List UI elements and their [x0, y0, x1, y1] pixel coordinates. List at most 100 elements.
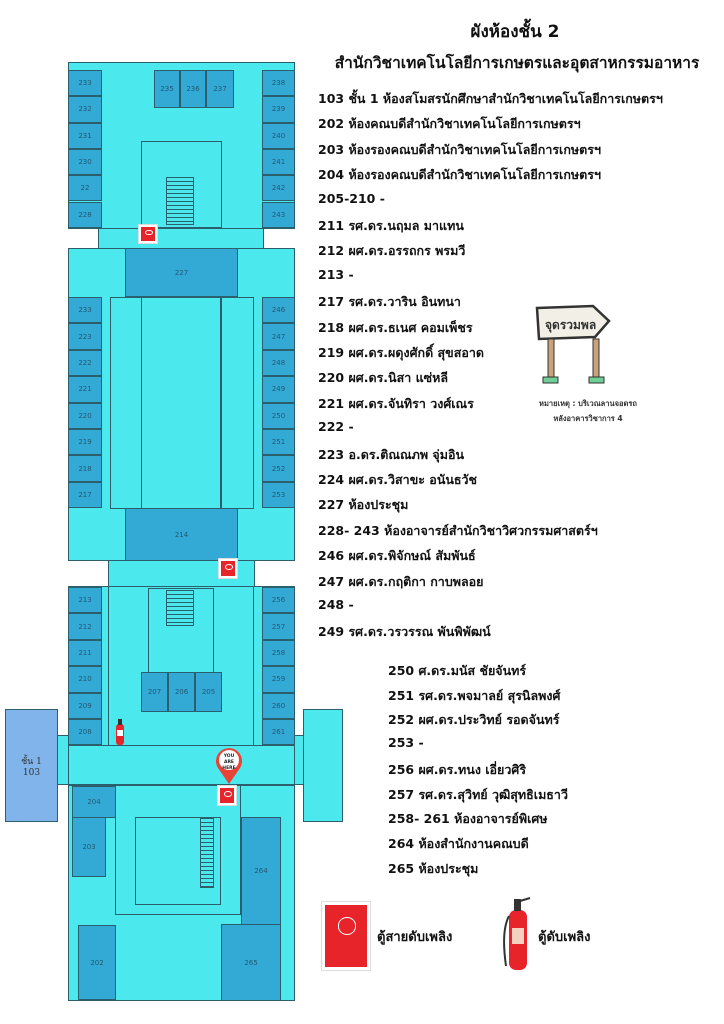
room-227: 227: [125, 248, 238, 297]
directory-entry: 219 ผศ.ดร.ผดุงศักดิ์ สุขสอาด: [318, 345, 484, 360]
assembly-note-line2: หลังอาคารวิชาการ 4: [553, 414, 623, 423]
directory-entry: 211 รศ.ดร.นฤมล มาแทน: [318, 218, 464, 233]
room-239: 239: [262, 96, 295, 123]
room-240: 240: [262, 122, 295, 149]
room-257: 257: [262, 613, 295, 640]
directory-entry: 249 รศ.ดร.วรวรรณ พันพิพัฒน์: [318, 624, 491, 640]
legend-extinguisher-icon: [503, 897, 531, 970]
directory-entry: 203 ห้องรองคณบดีสำนักวิชาเทคโนโลยีการเกษ…: [318, 141, 601, 157]
directory-entry: 228- 243 ห้องอาจารย์สำนักวิชาวิศวกรรมศาส…: [318, 522, 598, 538]
room-261: 261: [262, 719, 295, 746]
directory-entry: 221 ผศ.ดร.จันทิรา วงศ์เณร: [318, 395, 474, 411]
directory-entry: 205-210 -: [318, 190, 385, 206]
directory-entry: 251 รศ.ดร.พจมาลย์ สุรนิลพงศ์: [388, 687, 561, 703]
room-223: 223: [68, 323, 102, 350]
directory-entry: 250 ศ.ดร.มนัส ชัยจันทร์: [388, 663, 527, 678]
directory-entry: 202 ห้องคณบดีสำนักวิชาเทคโนโลยีการเกษตรฯ: [318, 116, 581, 132]
room-207: 207: [141, 672, 168, 712]
directory-entry: 218 ผศ.ดร.ธเนศ คอมเพ็ชร: [318, 319, 473, 335]
you-are-here-pin-icon: [216, 748, 242, 784]
room-22: 22: [68, 175, 102, 202]
room-246: 246: [262, 297, 295, 324]
room-221: 221: [68, 376, 102, 403]
room-208: 208: [68, 719, 102, 746]
corridor-east: [221, 297, 254, 509]
directory-entry: 264 ห้องสำนักงานคณบดี: [388, 835, 529, 851]
room-237: 237: [206, 70, 234, 108]
room-202: 202: [78, 925, 116, 1000]
east-wing: [303, 709, 343, 822]
room-265: 265: [221, 924, 281, 1001]
directory-entry: 247 ผศ.ดร.กฤติกา กาบพลอย: [318, 573, 484, 589]
corridor-west: [110, 297, 142, 509]
wing-number: 103: [22, 767, 41, 778]
directory-entry: 246 ผศ.ดร.พิจักษณ์ สัมพันธ์: [318, 548, 476, 564]
room-241: 241: [262, 148, 295, 176]
room-259: 259: [262, 666, 295, 693]
room-233: 233: [68, 70, 102, 97]
legend-extinguisher-label: ตู้ดับเพลิง: [538, 930, 591, 945]
room-214: 214: [125, 508, 238, 561]
room-103-wing: ชั้น 1 103: [5, 709, 58, 822]
page-title: ผังห้องชั้น 2: [470, 22, 560, 42]
directory-entry: 223 อ.ดร.ติณณภพ จุ่มอิน: [318, 446, 465, 462]
assembly-note: หมายเหตุ : บริเวณลานจอดรถ หลังอาคารวิชาก…: [520, 396, 656, 426]
room-230: 230: [68, 148, 102, 176]
room-213: 213: [68, 587, 102, 614]
room-204: 204: [72, 786, 116, 818]
main-corridor: [68, 745, 295, 785]
room-217: 217: [68, 481, 102, 509]
legend-hose-label: ตู้สายดับเพลิง: [377, 930, 453, 945]
room-238: 238: [262, 70, 295, 97]
directory-entry: 256 ผศ.ดร.ทนง เอี่ยวศิริ: [388, 761, 527, 777]
room-220: 220: [68, 402, 102, 429]
room-222: 222: [68, 349, 102, 377]
fire-extinguisher-icon: [116, 719, 124, 745]
directory-entry: 212 ผศ.ดร.อรรถกร พรมวี: [318, 243, 466, 259]
assembly-point-sign-icon: [535, 304, 611, 384]
directory-entry: 227 ห้องประชุม: [318, 497, 409, 513]
room-212: 212: [68, 613, 102, 640]
room-236: 236: [180, 70, 206, 108]
north-connector: [98, 228, 264, 249]
room-233: 233: [68, 297, 102, 324]
room-235: 235: [154, 70, 180, 108]
directory-entry: 222 -: [318, 419, 354, 435]
room-205: 205: [195, 672, 222, 712]
room-209: 209: [68, 692, 102, 719]
directory-entry: 220 ผศ.ดร.นิสา แซ่หลี: [318, 370, 449, 386]
room-252: 252: [262, 455, 295, 482]
room-258: 258: [262, 639, 295, 667]
room-253: 253: [262, 481, 295, 509]
room-228: 228: [68, 201, 102, 228]
directory-entry: 103 ชั้น 1 ห้องสโมสรนักศึกษาสำนักวิชาเทค…: [318, 91, 663, 106]
stairs-south: [166, 590, 194, 626]
directory-entry: 265 ห้องประชุม: [388, 860, 479, 876]
stairs-north: [166, 177, 194, 225]
room-219: 219: [68, 429, 102, 456]
directory-entry: 217 รศ.ดร.วาริน อินทนา: [318, 294, 461, 310]
page-subtitle: สำนักวิชาเทคโนโลยีการเกษตรและอุตสาหกรรมอ…: [334, 54, 700, 72]
directory-entry: 224 ผศ.ดร.วิสาขะ อนันธวัช: [318, 472, 478, 487]
directory-entry: 258- 261 ห้องอาจารย์พิเศษ: [388, 811, 548, 827]
room-211: 211: [68, 639, 102, 667]
room-249: 249: [262, 376, 295, 403]
room-250: 250: [262, 402, 295, 429]
directory-entry: 257 รศ.ดร.สุวิทย์ วุฒิสุทธิเมธาวี: [388, 786, 568, 802]
room-232: 232: [68, 96, 102, 123]
room-206: 206: [168, 672, 195, 712]
room-256: 256: [262, 587, 295, 614]
room-210: 210: [68, 666, 102, 693]
assembly-note-line1: หมายเหตุ : บริเวณลานจอดรถ: [539, 399, 637, 408]
directory-entry: 252 ผศ.ดร.ประวิทย์ รอดจันทร์: [388, 712, 560, 728]
room-251: 251: [262, 429, 295, 456]
room-248: 248: [262, 349, 295, 377]
assembly-point-label: จุดรวมพล: [545, 318, 597, 332]
you-are-here-label: YOU ARE HERE: [222, 754, 236, 771]
directory-entry: 213 -: [318, 266, 354, 282]
fire-hose-cabinet-icon: [219, 559, 237, 578]
room-203: 203: [72, 817, 106, 877]
legend-hose-cabinet-icon: [322, 902, 370, 970]
directory-entry: 248 -: [318, 597, 354, 612]
